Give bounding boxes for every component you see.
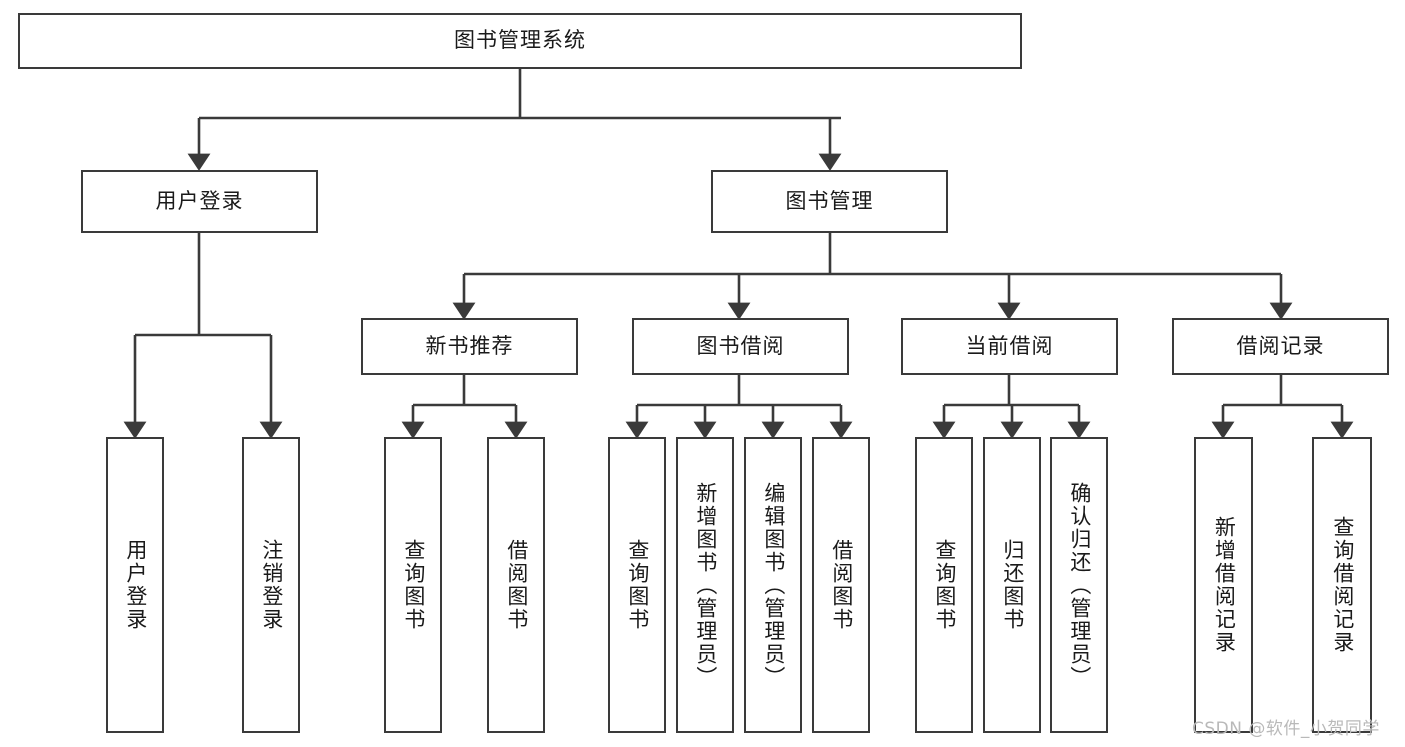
node-borrow-record-label: 借阅记录 <box>1236 333 1325 358</box>
node-leaf-borrow-book-1-label: 借阅图书 <box>504 539 529 631</box>
node-leaf-user-login[interactable]: 用户登录 <box>106 437 164 733</box>
node-leaf-confirm-return-label: 确认归还（管理员） <box>1067 481 1092 689</box>
node-book-manage[interactable]: 图书管理 <box>711 170 948 233</box>
watermark: CSDN @软件_小贺同学 <box>1192 719 1380 739</box>
node-root[interactable]: 图书管理系统 <box>18 13 1022 69</box>
node-leaf-query-borrow-record[interactable]: 查询借阅记录 <box>1312 437 1372 733</box>
node-leaf-add-book[interactable]: 新增图书（管理员） <box>676 437 734 733</box>
node-leaf-query-borrow-record-label: 查询借阅记录 <box>1330 516 1355 654</box>
node-leaf-query-book-1-label: 查询图书 <box>401 539 426 631</box>
node-leaf-borrow-book-2-label: 借阅图书 <box>829 539 854 631</box>
node-user-login[interactable]: 用户登录 <box>81 170 318 233</box>
node-leaf-add-borrow-record[interactable]: 新增借阅记录 <box>1194 437 1253 733</box>
node-leaf-return-book[interactable]: 归还图书 <box>983 437 1041 733</box>
node-new-book-recommend[interactable]: 新书推荐 <box>361 318 578 375</box>
node-leaf-confirm-return[interactable]: 确认归还（管理员） <box>1050 437 1108 733</box>
node-leaf-query-book-3-label: 查询图书 <box>932 539 957 631</box>
node-leaf-add-borrow-record-label: 新增借阅记录 <box>1212 516 1237 654</box>
node-borrow-record[interactable]: 借阅记录 <box>1172 318 1389 375</box>
node-leaf-logout-login-label: 注销登录 <box>259 539 284 631</box>
node-current-borrow-label: 当前借阅 <box>965 333 1054 358</box>
node-leaf-query-book-1[interactable]: 查询图书 <box>384 437 442 733</box>
node-leaf-edit-book[interactable]: 编辑图书（管理员） <box>744 437 802 733</box>
node-leaf-query-book-2[interactable]: 查询图书 <box>608 437 666 733</box>
node-root-label: 图书管理系统 <box>454 28 586 53</box>
node-leaf-edit-book-label: 编辑图书（管理员） <box>761 481 786 689</box>
node-leaf-query-book-3[interactable]: 查询图书 <box>915 437 973 733</box>
node-leaf-add-book-label: 新增图书（管理员） <box>693 481 718 689</box>
node-leaf-logout-login[interactable]: 注销登录 <box>242 437 300 733</box>
node-book-borrow-label: 图书借阅 <box>696 333 785 358</box>
node-current-borrow[interactable]: 当前借阅 <box>901 318 1118 375</box>
node-leaf-return-book-label: 归还图书 <box>1000 539 1025 631</box>
node-user-login-label: 用户登录 <box>155 188 244 213</box>
node-book-borrow[interactable]: 图书借阅 <box>632 318 849 375</box>
node-leaf-query-book-2-label: 查询图书 <box>625 539 650 631</box>
node-leaf-user-login-label: 用户登录 <box>123 539 148 631</box>
node-leaf-borrow-book-1[interactable]: 借阅图书 <box>487 437 545 733</box>
node-leaf-borrow-book-2[interactable]: 借阅图书 <box>812 437 870 733</box>
node-book-manage-label: 图书管理 <box>785 188 874 213</box>
node-new-book-recommend-label: 新书推荐 <box>425 333 514 358</box>
